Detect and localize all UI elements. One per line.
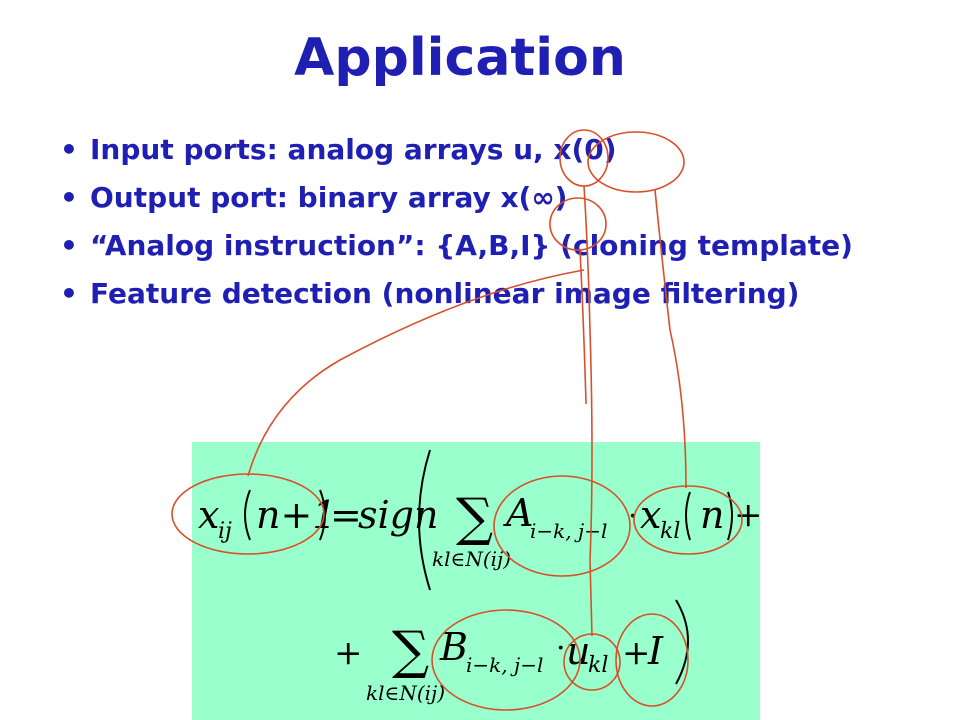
annotation-circle-x-kl: [633, 485, 743, 555]
bullet-dot: •: [60, 229, 78, 262]
bullet-text: Feature detection (nonlinear image filte…: [90, 277, 800, 310]
formula-x-kl: x: [640, 493, 661, 537]
formula-plus-3: +: [622, 633, 651, 673]
bullet-item-input-ports: • Input ports: analog arrays u, x(0): [60, 132, 880, 168]
bullet-text: “Analog instruction”: {A,B,I} (cloning t…: [90, 229, 853, 262]
formula-sum-sub-2: kl∈N(ij): [366, 681, 445, 705]
formula-x-sub: kl: [660, 519, 680, 544]
formula-A: A: [503, 491, 533, 535]
formula-lhs-x: x: [198, 493, 219, 537]
annotation-line-template: [247, 269, 585, 477]
formula-plus-2: +: [334, 633, 363, 673]
annotation-line-xinf: [579, 249, 587, 405]
formula-u-sub: kl: [588, 653, 608, 678]
bullet-text: Output port: binary array x(∞): [90, 181, 568, 214]
annotation-circle-B: [431, 609, 581, 711]
paren-open-lhs: [244, 489, 251, 541]
big-paren-open: [418, 449, 431, 591]
bullet-dot: •: [60, 133, 78, 166]
formula-B: B: [439, 625, 468, 669]
annotation-line-u: [583, 185, 593, 637]
formula-sign: sign: [358, 493, 438, 537]
bullet-dot: •: [60, 181, 78, 214]
annotation-circle-x0: [587, 131, 685, 193]
bullet-text: Input ports: analog arrays u, x(0): [90, 133, 617, 166]
formula-I: I: [647, 629, 664, 673]
bullet-dot: •: [60, 277, 78, 310]
formula-lhs-sub: ij: [218, 519, 232, 544]
bullet-item-output-port: • Output port: binary array x(∞): [60, 180, 880, 216]
formula-sum-1: ∑: [456, 488, 493, 548]
annotation-circle-I: [615, 613, 689, 707]
big-paren-close: [675, 599, 689, 685]
bullet-item-feature-detection: • Feature detection (nonlinear image fil…: [60, 276, 880, 312]
slide-title: Application: [294, 28, 626, 88]
formula-sum-sub-1: kl∈N(ij): [432, 547, 511, 571]
paren-close-lhs: [319, 489, 326, 541]
annotation-circle-xinf: [549, 197, 607, 251]
formula-B-sub: i−k, j−l: [466, 653, 543, 677]
formula-equals: =: [330, 493, 362, 537]
formula-plus-1: +: [734, 495, 763, 535]
paren-open-x: [685, 491, 691, 541]
formula-sum-2: ∑: [392, 621, 429, 681]
formula-A-sub: i−k, j−l: [530, 519, 607, 543]
annotation-circle-A: [493, 475, 631, 577]
paren-close-x: [727, 491, 733, 541]
formula-x-arg: n: [700, 493, 724, 537]
bullet-list: • Input ports: analog arrays u, x(0) • O…: [60, 132, 880, 324]
formula-dot-2: ·: [556, 631, 566, 666]
bullet-item-analog-instruction: • “Analog instruction”: {A,B,I} (cloning…: [60, 228, 880, 264]
annotation-circle-u: [559, 129, 609, 187]
annotation-line-x0: [654, 189, 687, 489]
formula-dot-1: ·: [628, 499, 638, 534]
